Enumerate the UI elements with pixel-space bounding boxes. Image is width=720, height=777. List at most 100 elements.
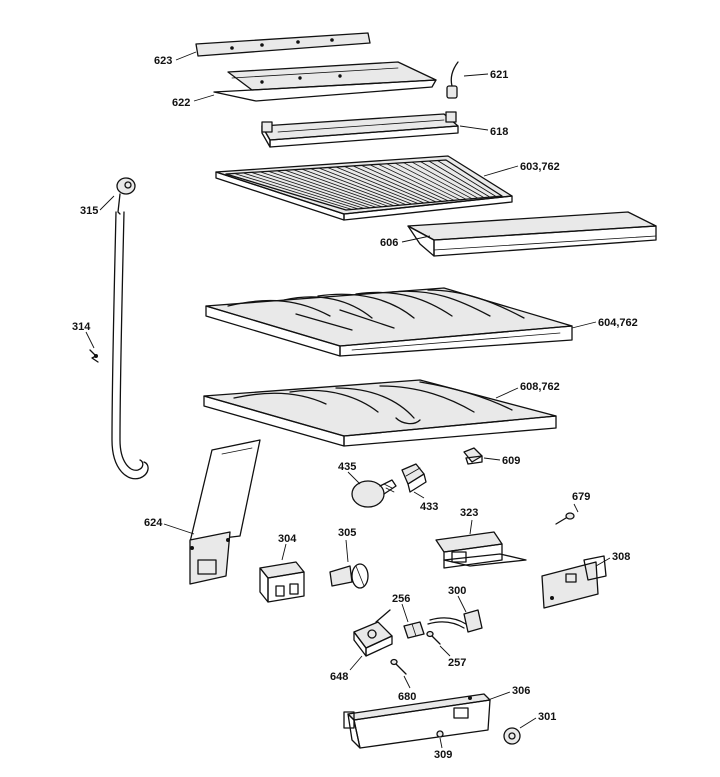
leader-609: [483, 457, 501, 461]
shelf-wire: [259, 171, 371, 209]
leader-621: [463, 73, 489, 77]
shelf-wire: [267, 170, 377, 208]
callout-435: 435: [338, 461, 356, 473]
callout-256: 256: [392, 593, 410, 605]
shelf-wire: [242, 172, 359, 210]
shelf-wire: [234, 173, 353, 210]
leader-323: [469, 519, 473, 535]
part-300-overload-protector: [427, 609, 483, 633]
leader-300: [457, 595, 467, 613]
part-679-screw: [555, 512, 575, 525]
callout-309: 309: [434, 749, 452, 761]
leader-604: [571, 321, 597, 329]
callout-604: 604,762: [598, 317, 638, 329]
shelf-wire-grid: [234, 160, 497, 210]
shelf-wire: [335, 166, 425, 204]
shelf-wire: [250, 171, 365, 209]
leader-305: [345, 539, 349, 563]
shelf-wire: [428, 160, 491, 198]
part-315-drain-tube: [111, 177, 149, 480]
leader-606: [401, 235, 431, 243]
part-301-grommet: [503, 727, 521, 745]
callout-257: 257: [448, 657, 466, 669]
leader-679: [573, 503, 579, 513]
part-623-bracket-strip: [195, 32, 371, 57]
shelf-wire: [403, 162, 473, 200]
callout-300: 300: [448, 585, 466, 597]
callout-323: 323: [460, 507, 478, 519]
part-624-control-panel: [189, 439, 261, 585]
leader-680: [403, 675, 411, 689]
part-609-retainer: [463, 447, 483, 465]
callout-308: 308: [612, 551, 630, 563]
part-309-fastener: [436, 730, 444, 738]
part-304-relay-block: [259, 561, 305, 603]
part-314-clip: [89, 349, 99, 363]
leader-315: [99, 195, 115, 211]
callout-679: 679: [572, 491, 590, 503]
callout-606: 606: [380, 237, 398, 249]
shelf-wire: [344, 166, 431, 203]
leader-622: [193, 94, 215, 102]
shelf-wire: [411, 161, 479, 199]
leader-435: [347, 471, 361, 485]
leader-608: [495, 387, 519, 399]
callout-305: 305: [338, 527, 356, 539]
leader-301: [519, 717, 537, 729]
part-323-relay-bracket: [435, 531, 527, 569]
callout-603: 603,762: [520, 161, 560, 173]
leader-256: [401, 603, 409, 623]
callout-623: 623: [154, 55, 172, 67]
callout-648: 648: [330, 671, 348, 683]
shelf-wire: [377, 163, 455, 201]
shelf-wire: [318, 167, 413, 205]
leader-308: [595, 557, 611, 567]
part-621-sensor-wire: [446, 61, 459, 99]
part-604-shelf-frame: [205, 287, 573, 357]
part-622-cover-plate: [213, 61, 437, 102]
part-606-crisper-cover: [407, 211, 657, 257]
part-618-housing-rail: [261, 111, 459, 148]
callout-680: 680: [398, 691, 416, 703]
shelf-wire: [369, 164, 449, 202]
part-603-wire-shelf: [215, 155, 513, 221]
part-256-connector: [403, 621, 425, 639]
shelf-wire: [420, 161, 485, 199]
shelf-wire: [293, 169, 395, 207]
leader-623: [175, 51, 197, 61]
callout-315: 315: [80, 205, 98, 217]
part-680-screw: [390, 658, 407, 675]
callout-618: 618: [490, 126, 508, 138]
callout-609: 609: [502, 455, 520, 467]
part-433-lamp-socket: [401, 463, 427, 493]
part-435-light-bulb: [351, 479, 397, 508]
leader-624: [163, 523, 195, 535]
part-308-mounting-plate: [541, 555, 607, 609]
leader-603: [483, 165, 519, 177]
leader-314: [85, 331, 95, 349]
shelf-wire: [301, 168, 401, 206]
part-608-shelf-frame: [203, 379, 557, 447]
shelf-wire: [437, 160, 497, 197]
part-257-screw: [426, 630, 441, 645]
shelf-wire: [310, 168, 407, 206]
shelf-wire: [284, 169, 389, 207]
callout-301: 301: [538, 711, 556, 723]
part-306-compressor-bracket: [343, 693, 491, 749]
shelf-wire: [327, 167, 419, 204]
leader-309: [439, 737, 443, 749]
callout-624: 624: [144, 517, 163, 529]
callout-621: 621: [490, 69, 508, 81]
shelf-wire: [352, 165, 437, 203]
shelf-wire: [360, 164, 443, 202]
callout-304: 304: [278, 533, 297, 545]
shelf-wire: [394, 162, 467, 200]
callout-608: 608,762: [520, 381, 560, 393]
shelf-wire: [276, 170, 383, 208]
leader-433: [413, 491, 425, 499]
callout-314: 314: [72, 321, 91, 333]
leader-618: [459, 125, 489, 131]
callout-433: 433: [420, 501, 438, 513]
